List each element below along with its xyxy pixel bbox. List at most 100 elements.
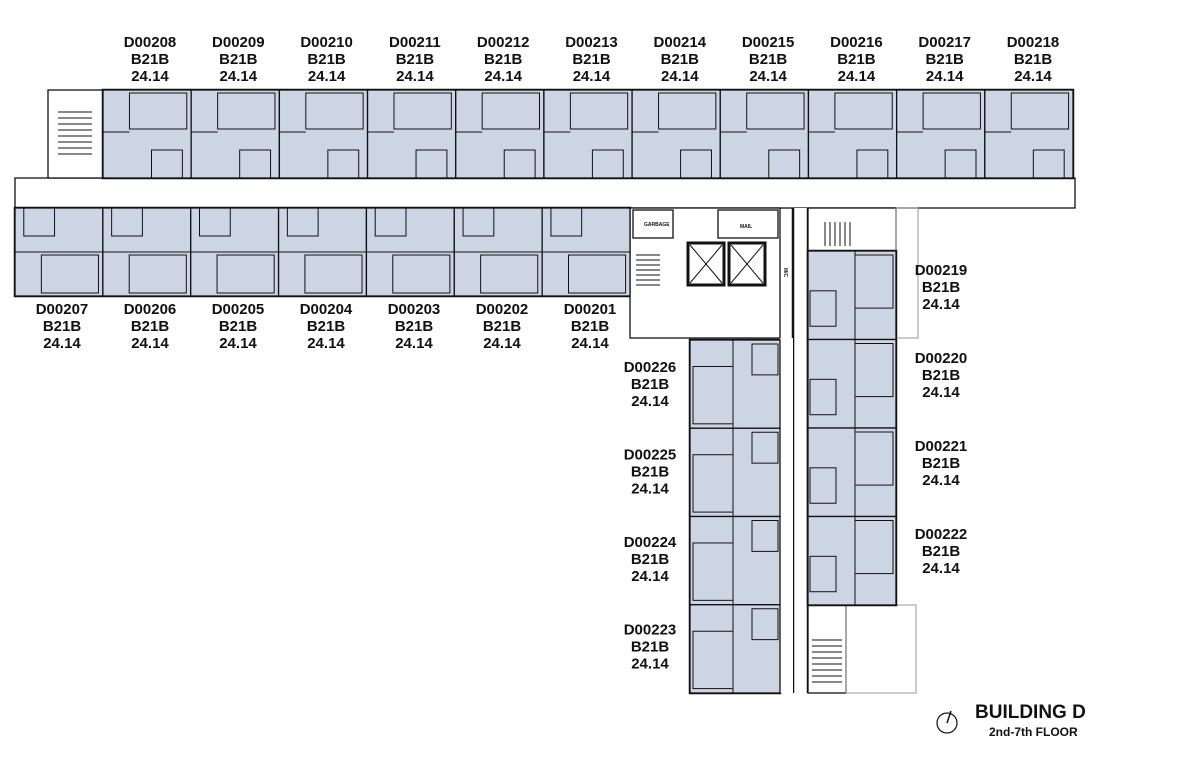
unit-bathroom — [591, 149, 624, 179]
unit-room-bottom — [14, 207, 104, 297]
unit-id: D00222 — [915, 526, 968, 543]
unit-bathroom — [856, 149, 889, 179]
unit-area: 24.14 — [922, 472, 960, 489]
unit-room — [807, 338, 897, 429]
unit-id: D00204 — [300, 301, 353, 318]
unit-id: D00205 — [212, 301, 265, 318]
unit-room — [102, 89, 192, 179]
unit-bedroom — [658, 92, 717, 130]
elevator-2 — [727, 241, 767, 287]
unit-room-wing-left — [689, 427, 781, 518]
service-core — [629, 207, 781, 339]
unit-room-top — [455, 89, 545, 179]
unit-area: 24.14 — [573, 68, 611, 85]
unit-id: D00207 — [36, 301, 89, 318]
unit-type: B21B — [484, 51, 523, 68]
stair-box — [47, 89, 104, 179]
unit-bathroom — [151, 149, 183, 179]
unit-room-bottom — [365, 207, 455, 297]
unit-room — [543, 89, 633, 179]
unit-room-top — [719, 89, 810, 179]
unit-area: 24.14 — [631, 568, 669, 585]
unit-area: 24.14 — [131, 335, 169, 352]
unit-bedroom — [305, 92, 364, 130]
balcony-outline — [845, 604, 917, 694]
garbage-room — [632, 209, 674, 239]
unit-room — [984, 89, 1074, 179]
unit-type: B21B — [922, 367, 961, 384]
unit-id: D00210 — [300, 34, 353, 51]
unit-rooms — [14, 89, 1074, 694]
unit-id: D00213 — [565, 34, 618, 51]
unit-bedroom — [393, 92, 452, 130]
unit-id: D00203 — [388, 301, 441, 318]
unit-type: B21B — [395, 318, 434, 335]
unit-room — [895, 89, 986, 179]
unit-area: 24.14 — [1014, 68, 1052, 85]
unit-area: 24.14 — [922, 296, 960, 313]
unit-area: 24.14 — [922, 384, 960, 401]
unit-area: 24.14 — [307, 335, 345, 352]
unit-area: 24.14 — [219, 335, 257, 352]
unit-type: B21B — [307, 318, 346, 335]
unit-room-wing-right — [807, 515, 897, 606]
unit-type: B21B — [43, 318, 82, 335]
unit-bedroom — [746, 92, 805, 130]
unit-bedroom — [128, 254, 187, 294]
unit-area: 24.14 — [838, 68, 876, 85]
unit-room-top — [278, 89, 369, 179]
unit-room — [807, 427, 897, 518]
stair-box — [807, 207, 897, 252]
unit-area: 24.14 — [631, 393, 669, 410]
elevator-1-x — [689, 244, 723, 284]
unit-id: D00225 — [624, 447, 677, 464]
unit-bedroom — [128, 92, 188, 130]
elevator-2-x — [730, 244, 764, 284]
unit-room — [689, 427, 781, 518]
unit-type: B21B — [307, 51, 346, 68]
unit-bathroom — [1032, 149, 1065, 179]
unit-room — [190, 89, 281, 179]
unit-area: 24.14 — [396, 68, 434, 85]
unit-bathroom — [751, 343, 779, 376]
unit-bedroom — [1010, 92, 1070, 130]
north-arrow-icon — [936, 710, 958, 734]
unit-id: D00202 — [476, 301, 529, 318]
elevator-1 — [686, 241, 726, 287]
unit-type: B21B — [631, 464, 670, 481]
unit-type: B21B — [661, 51, 700, 68]
unit-room-top — [366, 89, 457, 179]
unit-type: B21B — [922, 279, 961, 296]
unit-id: D00201 — [564, 301, 617, 318]
building-title: BUILDING D — [975, 702, 1086, 723]
stair-northwest — [47, 89, 104, 179]
unit-room — [689, 515, 781, 606]
unit-room — [631, 89, 721, 179]
unit-area: 24.14 — [131, 68, 169, 85]
unit-room-top — [102, 89, 192, 179]
unit-room — [455, 89, 545, 179]
unit-bathroom — [374, 207, 407, 237]
unit-bedroom — [569, 92, 629, 130]
unit-room-wing-right — [807, 338, 897, 429]
unit-id: D00216 — [830, 34, 883, 51]
unit-id: D00224 — [624, 534, 677, 551]
unit-bathroom — [768, 149, 801, 179]
unit-id: D00211 — [389, 34, 441, 51]
unit-id: D00212 — [477, 34, 530, 51]
unit-type: B21B — [922, 455, 961, 472]
unit-type: B21B — [922, 543, 961, 560]
unit-type: B21B — [396, 51, 435, 68]
stair-southeast — [807, 604, 917, 694]
unit-bedroom — [217, 92, 276, 130]
